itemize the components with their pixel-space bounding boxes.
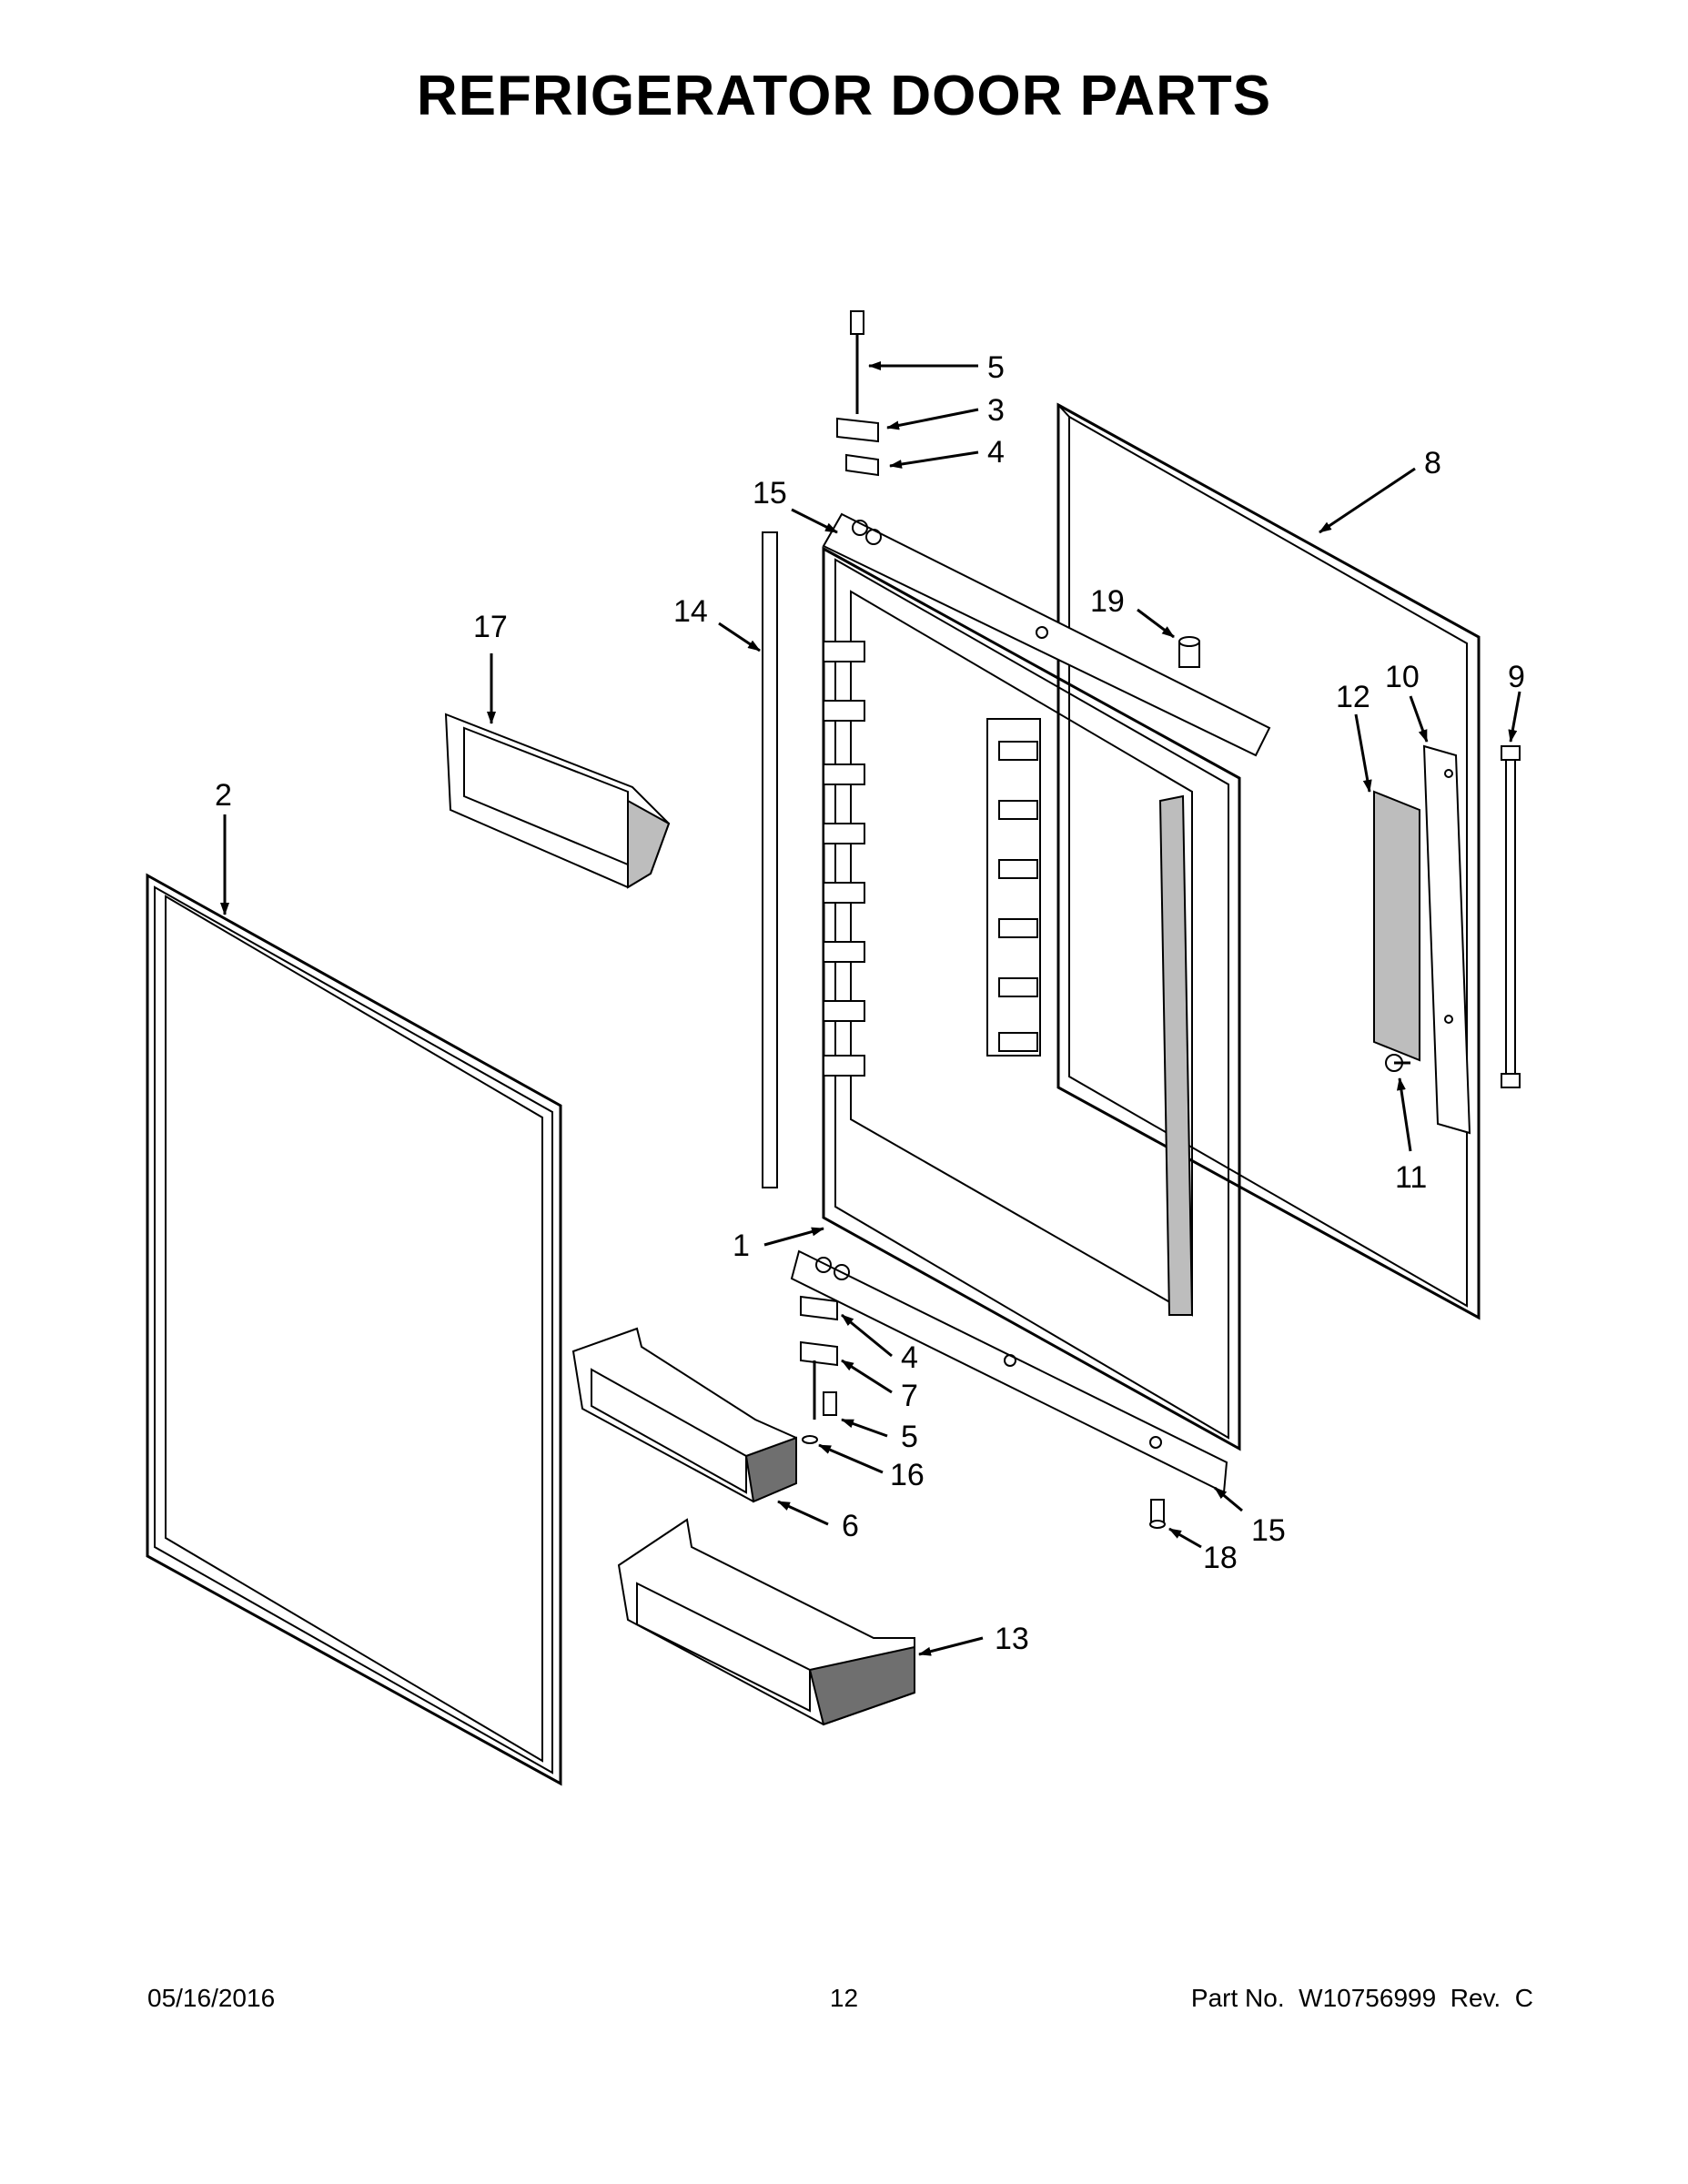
callout-2: 2 bbox=[215, 778, 232, 813]
callout-leaders bbox=[220, 361, 1521, 1656]
hinge-plate-top-part bbox=[822, 512, 1271, 757]
callout-15-top: 15 bbox=[753, 476, 787, 511]
callout-5-top: 5 bbox=[987, 350, 1005, 385]
footer-part-number: Part No. W10756999 Rev. C bbox=[1190, 1984, 1533, 2012]
bottom-hinge-hardware bbox=[800, 1295, 838, 1444]
callout-15-bottom: 15 bbox=[1251, 1513, 1286, 1548]
door-shelf-cleats-left bbox=[823, 641, 865, 1077]
callout-19: 19 bbox=[1090, 584, 1125, 619]
callout-17: 17 bbox=[473, 610, 508, 644]
callout-6: 6 bbox=[842, 1509, 859, 1543]
callout-7: 7 bbox=[901, 1379, 918, 1413]
large-door-bin-part bbox=[617, 1518, 915, 1726]
callout-13: 13 bbox=[995, 1622, 1029, 1656]
page-title: REFRIGERATOR DOOR PARTS bbox=[416, 65, 1272, 127]
wire-harness-part bbox=[1501, 745, 1521, 1088]
top-hinge-hardware bbox=[836, 310, 879, 477]
callout-14: 14 bbox=[673, 594, 708, 629]
callout-11: 11 bbox=[1395, 1160, 1427, 1195]
callout-8: 8 bbox=[1424, 446, 1441, 480]
callout-10: 10 bbox=[1385, 660, 1420, 694]
small-door-bin-part bbox=[571, 1327, 797, 1503]
footer-page-number: 12 bbox=[829, 1984, 859, 2012]
door-trim-strip-part bbox=[762, 531, 778, 1188]
callout-3: 3 bbox=[987, 393, 1005, 428]
callout-12: 12 bbox=[1336, 680, 1370, 714]
hinge-bracket-part bbox=[1422, 744, 1471, 1135]
insulation-pad-part bbox=[1373, 790, 1420, 1062]
screw-part bbox=[1385, 1054, 1410, 1072]
callout-numbers: 5 3 4 8 15 19 14 17 12 10 9 2 11 1 4 7 5… bbox=[215, 350, 1525, 1656]
bottom-screw-part bbox=[1149, 1499, 1166, 1529]
door-shelf-cleats-center bbox=[986, 718, 1041, 1057]
door-gasket-part bbox=[146, 873, 562, 1786]
callout-4-bottom: 4 bbox=[901, 1340, 918, 1375]
callout-4-top: 4 bbox=[987, 435, 1005, 470]
callout-16: 16 bbox=[890, 1458, 925, 1492]
inner-door-liner-part bbox=[822, 546, 1241, 1451]
callout-1: 1 bbox=[733, 1228, 750, 1263]
hinge-plate-bottom-part bbox=[790, 1249, 1228, 1494]
door-handle-bin-part bbox=[444, 713, 671, 889]
bushing-part bbox=[1178, 636, 1200, 668]
callout-5-bottom: 5 bbox=[901, 1420, 918, 1454]
outer-door-panel-part bbox=[1056, 402, 1481, 1320]
callout-18: 18 bbox=[1203, 1541, 1238, 1575]
footer-date: 05/16/2016 bbox=[147, 1984, 276, 2012]
callout-9: 9 bbox=[1508, 660, 1525, 694]
